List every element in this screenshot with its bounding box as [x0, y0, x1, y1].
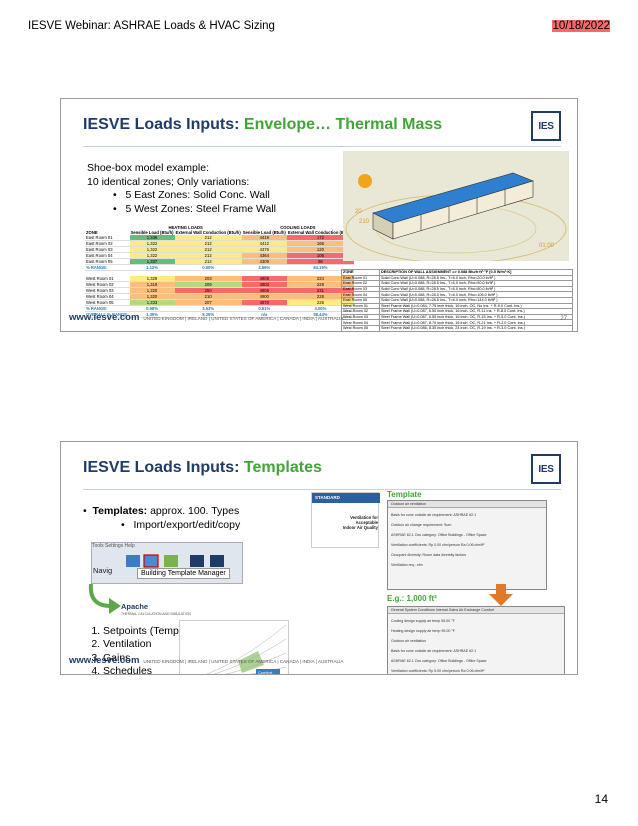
dialog-line: Ventilation req.: cfm: [391, 563, 423, 567]
menu-bar: Tools Settings Help: [92, 543, 135, 549]
bullet-west: • 5 West Zones: Steel Frame Wall: [113, 202, 276, 215]
list-item: Schedules: [103, 665, 242, 674]
intro-text: Shoe-box model example: 10 identical zon…: [87, 162, 276, 215]
building-template-manager-tooltip: Building Template Manager: [137, 568, 230, 579]
sun-icon: [358, 174, 372, 188]
dialog-line: ASHRAE 62.1 Occ category: Office Buildin…: [391, 533, 487, 537]
title-rule: [83, 146, 561, 147]
dialog-line: Heating design supply air temp 95.00 °F: [391, 629, 455, 633]
list-item: Gains: [103, 652, 242, 665]
dialog-line: Basis for zone outside air requirement: …: [391, 649, 477, 653]
slide-title: IESVE Loads Inputs: Templates: [83, 459, 322, 476]
title-rule: [83, 489, 561, 490]
west-range-row: % RANGE:0.98%3.53%0.61%3.00%: [85, 305, 355, 312]
template-label: Template: [387, 490, 422, 499]
ashrae-standard-cover: STANDARD Ventilation for Acceptable Indo…: [311, 492, 380, 548]
dialog-line: Ventilation coefficients: Rp 0.00 cfm/pe…: [391, 543, 485, 547]
dialog-line: Basis for zone outside air requirement: …: [391, 513, 477, 517]
dialog-line: Outdoor air change requirement: Sum: [391, 523, 452, 527]
page-number: 14: [594, 792, 608, 806]
dialog-line: Outdoor air ventilation: [388, 501, 546, 508]
dialog-line: General System Conditions Internal Gains…: [388, 607, 564, 614]
apache-logo: Apache: [121, 602, 149, 611]
navigator-label: Navig: [93, 566, 113, 575]
slide-title: IESVE Loads Inputs: Envelope… Thermal Ma…: [83, 116, 443, 133]
shoebox-model-render: 20 210 01:00: [343, 151, 569, 261]
slide-templates: IESVE Loads Inputs: Templates IES • Temp…: [60, 441, 578, 675]
header-date: 10/18/2022: [552, 20, 610, 32]
dialog-line: ASHRAE 62.1 Occ category: Office Buildin…: [391, 659, 487, 663]
dialog-line: Cooling design supply air temp 55.00 °F: [391, 619, 455, 623]
slide-number: 27: [560, 316, 567, 322]
apache-subtitle: THERMAL CALCULATION AND SIMULATION: [121, 612, 191, 616]
svg-text:210: 210: [359, 219, 370, 225]
slide-envelope-thermal-mass: IESVE Loads Inputs: Envelope… Thermal Ma…: [60, 98, 578, 332]
orange-arrow-icon: [489, 584, 513, 606]
svg-text:Comfort: Comfort: [258, 670, 273, 675]
toolbar-icons-icon: [126, 554, 224, 568]
list-item: Ventilation: [103, 638, 242, 651]
svg-text:20: 20: [355, 209, 362, 215]
east-range-row: % RANGE:1.12%0.00%2.56%84.19%: [85, 264, 355, 272]
header-title: IESVE Webinar: ASHRAE Loads & HVAC Sizin…: [28, 20, 275, 32]
ies-logo: IES: [531, 111, 561, 141]
psychrometric-chart-thumbnail: Comfort: [179, 620, 289, 675]
templates-bullets: • Templates: approx. 100. Types • Import…: [83, 505, 241, 531]
dialog-line: Outdoor air ventilation: [391, 639, 427, 643]
ies-logo: IES: [531, 454, 561, 484]
bullet-east: • 5 East Zones: Solid Conc. Wall: [113, 189, 270, 201]
green-arrow-icon: [88, 583, 121, 614]
svg-text:01:00: 01:00: [539, 243, 555, 249]
dialog-line: Ventilation coefficients: Rp 5.00 cfm/pe…: [391, 669, 485, 673]
example-area-label: E.g.: 1,000 ft²: [387, 594, 437, 603]
dialog-line: Occupant diversity: Room data diversity …: [391, 553, 467, 557]
room-template-dialog: General System Conditions Internal Gains…: [387, 606, 565, 674]
